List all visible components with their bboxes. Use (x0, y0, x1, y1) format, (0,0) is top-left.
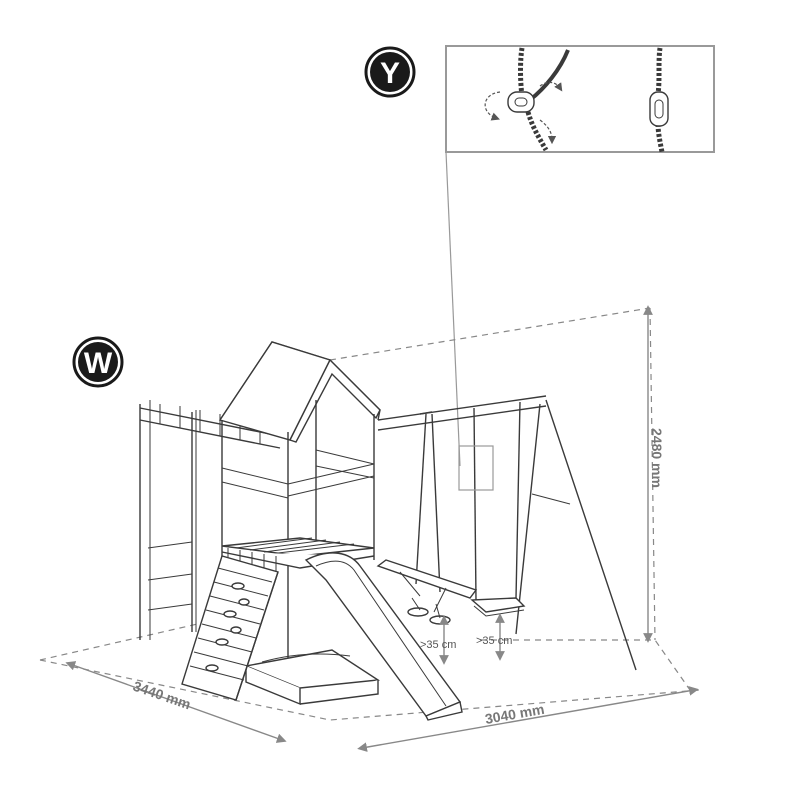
rope-clip-closed-detail (649, 47, 669, 153)
dimension-height-label: 2480 mm (649, 428, 665, 488)
swing-frame (377, 395, 637, 671)
slide (304, 552, 463, 721)
badge-w: W (72, 336, 124, 388)
badge-y-label: Y (380, 57, 400, 90)
swing-clip-highlight (458, 445, 494, 491)
rope-clip-open-detail (484, 47, 570, 152)
clearance-left-label: >35 cm (420, 639, 456, 651)
dimension-width: 3040 mm (357, 686, 699, 752)
glider-swing (376, 411, 478, 625)
monkey-bars (139, 400, 281, 640)
detail-leader-line (445, 151, 461, 467)
clearance-right-label: >35 cm (476, 635, 512, 647)
dimension-width-label: 3040 mm (484, 701, 546, 727)
clearance-left: >35 cm (420, 615, 456, 665)
dimension-height: 2480 mm (643, 305, 665, 643)
badge-w-label: W (84, 347, 113, 380)
footprint-outline (39, 307, 701, 721)
clearance-right: >35 cm (476, 613, 512, 661)
badge-y: Y (364, 46, 416, 98)
seat-swing (458, 401, 526, 617)
climbing-wall (181, 555, 279, 701)
play-tower (218, 341, 381, 706)
rope-clip-detail-panel (445, 45, 715, 153)
